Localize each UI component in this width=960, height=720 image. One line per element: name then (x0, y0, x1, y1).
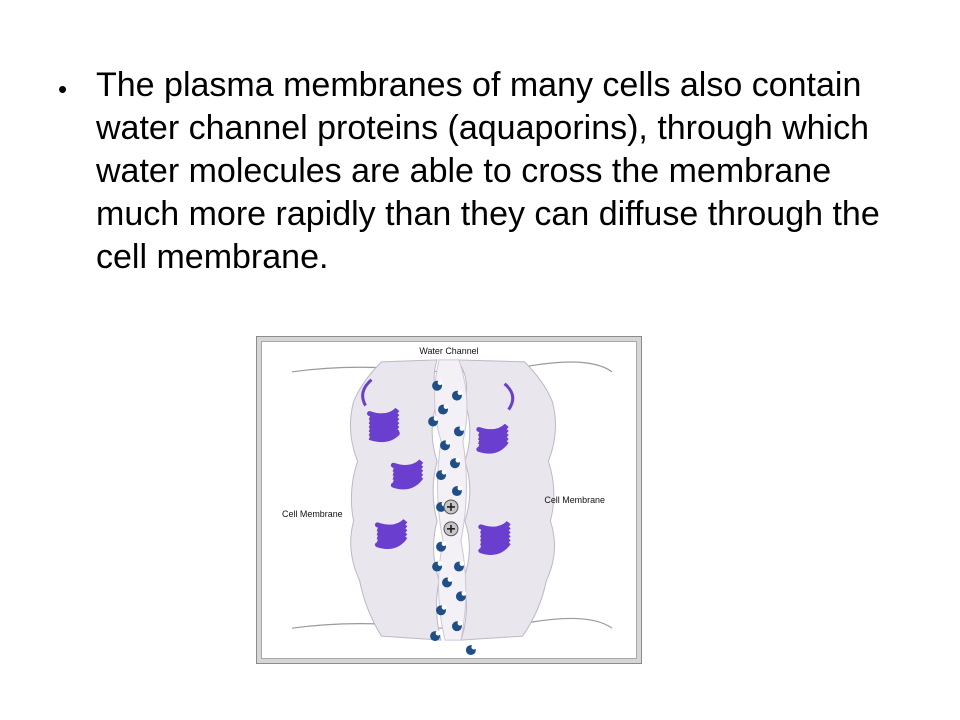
right-helix-upper (476, 423, 509, 454)
water-molecule (453, 561, 465, 572)
positive-ions (443, 499, 459, 537)
water-channel-label: Water Channel (419, 346, 478, 356)
water-molecule (465, 644, 477, 656)
water-molecule (432, 380, 443, 391)
positive-ion (443, 521, 459, 537)
left-helix-lower (374, 519, 408, 549)
water-molecule (438, 404, 449, 415)
diagram-panel: Water Channel Cell Membrane Cell Membran… (261, 341, 637, 659)
water-molecule (428, 416, 439, 427)
positive-ion (443, 499, 459, 515)
bullet-dot: • (58, 74, 68, 104)
water-molecule (430, 630, 441, 642)
left-cell-membrane-label: Cell Membrane (282, 509, 343, 519)
water-molecule (451, 390, 463, 401)
left-helix-middle (390, 459, 424, 490)
bullet-point: • The plasma membranes of many cells als… (56, 62, 916, 279)
aquaporin-diagram: Water Channel Cell Membrane Cell Membran… (256, 336, 642, 664)
water-molecule (451, 485, 463, 497)
water-molecule (436, 604, 447, 616)
right-helix-tail (503, 382, 515, 411)
aquaporin-illustration: Water Channel Cell Membrane Cell Membran… (282, 346, 613, 656)
water-molecule (453, 426, 465, 437)
water-molecule (436, 469, 447, 481)
right-cell-membrane-label: Cell Membrane (544, 495, 605, 505)
left-helix-tail (361, 378, 373, 407)
water-molecule (455, 591, 467, 602)
water-molecule (432, 561, 443, 572)
bullet-text: The plasma membranes of many cells also … (96, 66, 880, 276)
right-helix-lower (478, 520, 511, 555)
water-molecules (428, 380, 477, 656)
water-molecule (451, 620, 463, 632)
water-molecule (449, 457, 461, 469)
left-helix-upper (367, 407, 400, 443)
right-protein-subunit (455, 359, 557, 641)
water-molecule (436, 541, 447, 552)
water-molecule (442, 577, 453, 588)
water-molecule (440, 439, 451, 451)
